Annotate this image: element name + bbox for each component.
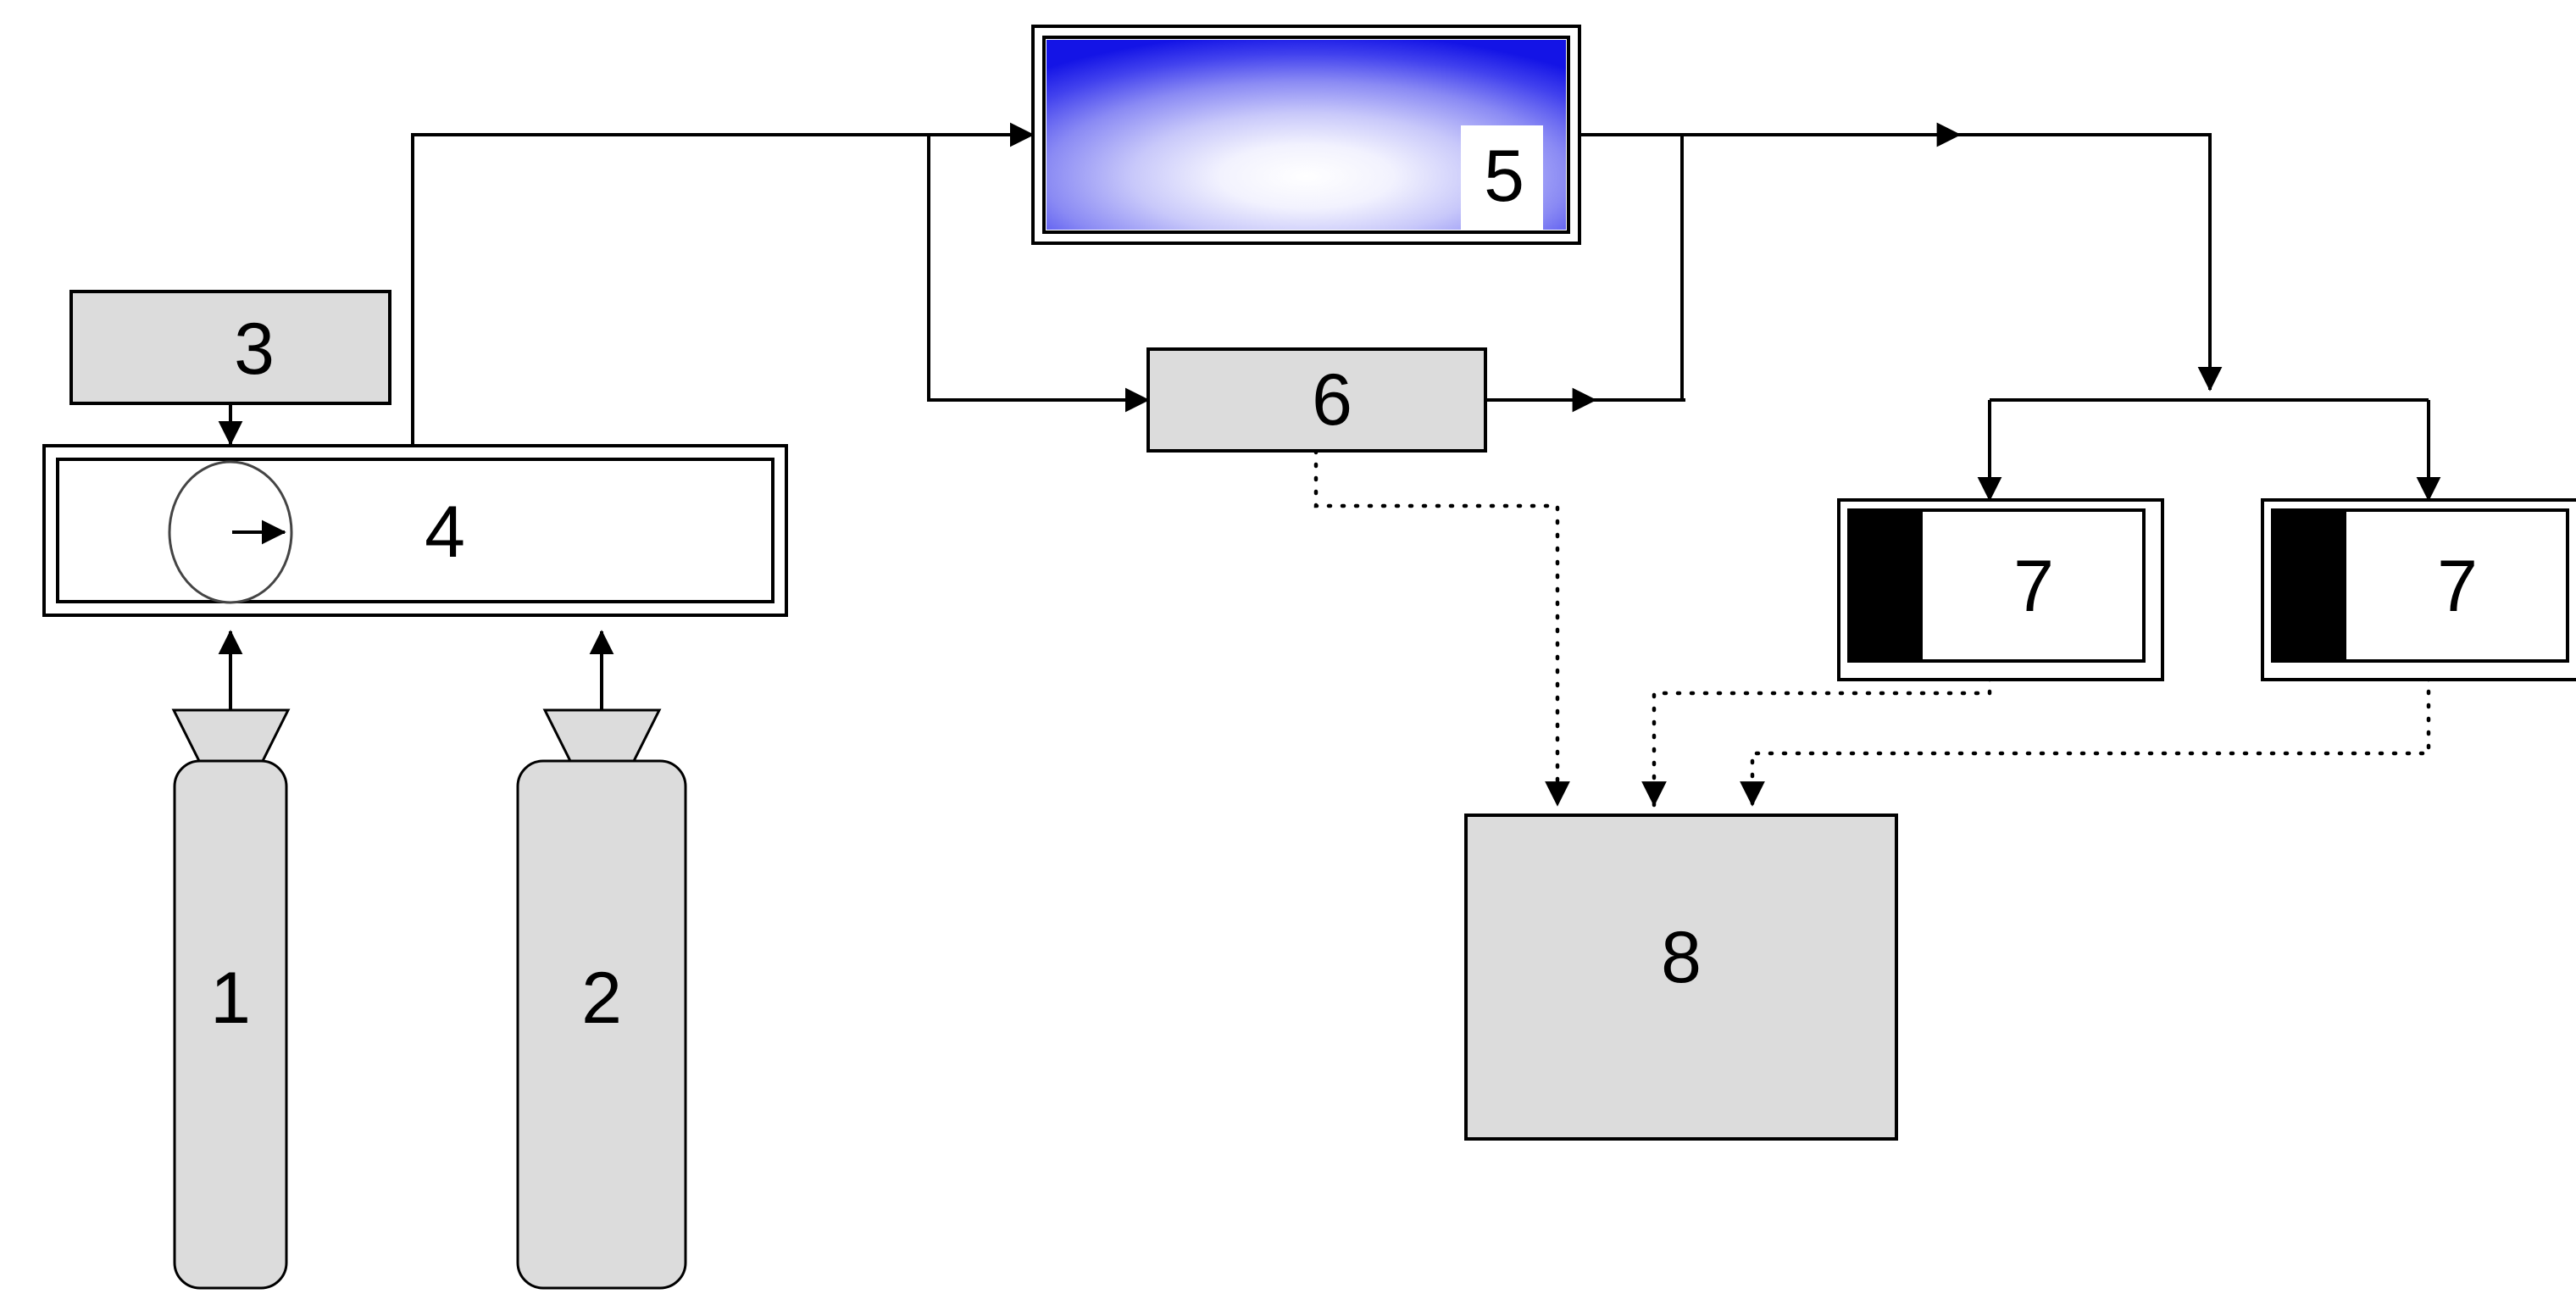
mixer-flow-label: 4 — [425, 491, 465, 573]
detector-block-right[interactable]: 7 — [2261, 498, 2576, 681]
flow-reactor-out — [1578, 133, 1684, 400]
regulator-cone-2 — [542, 708, 662, 769]
flow-mixer-to-bypass — [927, 135, 1150, 413]
detector-right-label: 7 — [2437, 546, 2478, 627]
detector-right-indicator-bar — [2274, 512, 2346, 659]
gas-cylinder-2[interactable]: 2 — [516, 708, 687, 1290]
flow-merged-down — [1949, 133, 2223, 392]
reactor-chamber-label: 5 — [1484, 136, 1524, 217]
gas-cylinder-1-label: 1 — [210, 958, 251, 1039]
cylinder-body-2 — [516, 759, 687, 1290]
bypass-block[interactable]: 6 — [1146, 347, 1487, 453]
gas-cylinder-2-label: 2 — [581, 958, 622, 1039]
flow-mixer-riser — [411, 133, 929, 447]
data-acquisition-block[interactable]: 8 — [1464, 814, 1898, 1141]
detector-left-label: 7 — [2013, 546, 2054, 627]
flow-gauge-icon — [168, 460, 293, 604]
control-unit-label: 3 — [234, 308, 275, 390]
reactor-chamber-block[interactable]: 5 — [1031, 25, 1581, 245]
cylinder-body-1 — [173, 759, 288, 1290]
mixer-flow-block[interactable]: 4 — [42, 444, 788, 617]
detector-left-indicator-bar — [1851, 512, 1923, 659]
reactor-label-plate — [1461, 125, 1543, 230]
mixer-inner-frame — [56, 458, 774, 603]
connection-layer — [218, 122, 2441, 808]
signal-detector-right-to-daq — [1740, 675, 2431, 808]
gas-cylinder-1[interactable]: 1 — [171, 708, 291, 1290]
detector-block-left[interactable]: 7 — [1837, 498, 2164, 681]
regulator-cone-1 — [171, 708, 291, 769]
control-unit-block[interactable]: 3 — [69, 290, 391, 405]
signal-detector-left-to-daq — [1641, 675, 1992, 808]
data-acquisition-rect — [1464, 814, 1898, 1141]
bypass-label: 6 — [1312, 359, 1352, 441]
bypass-rect — [1146, 347, 1487, 453]
signal-bypass-to-daq — [1313, 448, 1570, 808]
control-unit-rect — [69, 290, 391, 405]
data-acquisition-label: 8 — [1661, 917, 1702, 998]
